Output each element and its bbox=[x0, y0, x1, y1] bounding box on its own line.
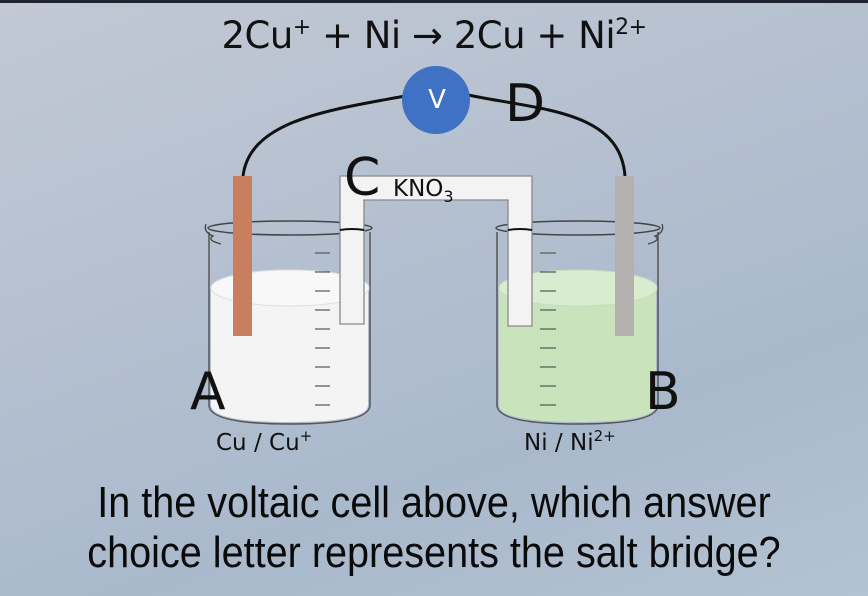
reaction-arrow: → bbox=[411, 14, 443, 57]
right-wire bbox=[467, 93, 627, 177]
product2-text: Ni bbox=[578, 14, 616, 57]
reactant1-text: 2Cu bbox=[221, 14, 293, 57]
product2-charge: 2+ bbox=[615, 15, 647, 40]
salt-bridge-formula: KNO3 bbox=[393, 176, 454, 205]
label-a: A bbox=[190, 362, 226, 422]
voltmeter-label: V bbox=[428, 85, 446, 115]
formula-subscript: 3 bbox=[443, 187, 454, 206]
formula-text: KNO bbox=[393, 176, 444, 202]
nickel-electrode bbox=[615, 176, 634, 336]
right-ion-charge: 2+ bbox=[593, 427, 616, 445]
question-line-2: choice letter represents the salt bridge… bbox=[87, 528, 781, 577]
copper-electrode bbox=[233, 176, 252, 336]
salt-bridge bbox=[339, 175, 533, 327]
reactant-nickel: Ni bbox=[363, 14, 401, 57]
question-text: In the voltaic cell above, which answer … bbox=[43, 478, 824, 578]
right-element: Ni bbox=[524, 430, 548, 456]
label-d: D bbox=[505, 74, 546, 134]
left-ion-charge: + bbox=[299, 427, 313, 445]
right-separator: / bbox=[547, 430, 570, 456]
left-ion: Cu bbox=[269, 430, 300, 456]
reactant1-charge: + bbox=[292, 15, 311, 40]
plus-sign: + bbox=[321, 14, 353, 57]
left-element: Cu bbox=[216, 430, 247, 456]
product-nickel-ion: Ni2+ bbox=[578, 14, 647, 57]
top-edge-bar bbox=[0, 0, 868, 3]
label-b: B bbox=[645, 362, 681, 422]
reactant-copper-ion: 2Cu+ bbox=[221, 14, 311, 57]
question-line-1: In the voltaic cell above, which answer bbox=[97, 478, 771, 527]
left-wire bbox=[241, 94, 406, 177]
product-copper: 2Cu bbox=[453, 14, 526, 57]
right-ion: Ni bbox=[569, 430, 594, 456]
left-beaker-label: Cu / Cu+ bbox=[216, 427, 313, 457]
label-c: C bbox=[344, 148, 381, 208]
voltmeter bbox=[402, 66, 470, 134]
plus-sign: + bbox=[536, 14, 567, 57]
reaction-equation: 2Cu+ + Ni → 2Cu + Ni2+ bbox=[0, 14, 868, 57]
left-separator: / bbox=[246, 430, 270, 456]
right-beaker-label: Ni / Ni2+ bbox=[524, 427, 616, 457]
